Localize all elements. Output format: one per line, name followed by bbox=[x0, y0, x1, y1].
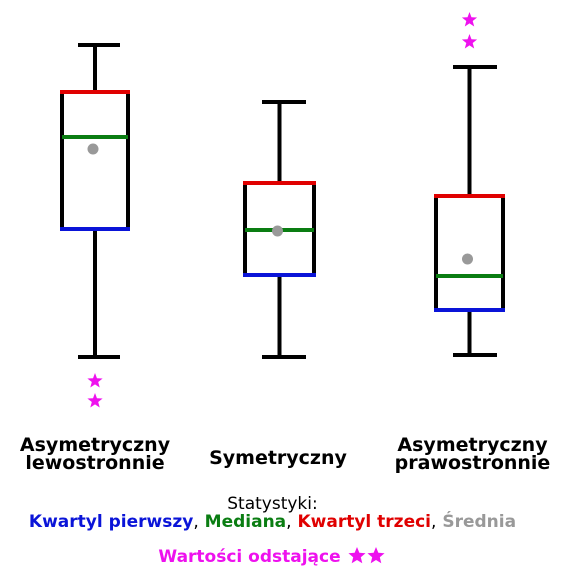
box-label-left-line2: lewostronnie bbox=[25, 452, 165, 474]
legend-q1: Kwartyl pierwszy bbox=[28, 512, 194, 532]
box-label-right-line2: prawostronnie bbox=[394, 452, 551, 474]
outlier-star-icon bbox=[461, 12, 478, 27]
legend-separator: , bbox=[431, 512, 437, 532]
legend-outliers: Wartości odstające bbox=[0, 546, 545, 567]
box-label-right: Asymetryczny prawostronnie bbox=[375, 434, 570, 474]
legend-separator: , bbox=[193, 512, 199, 532]
legend-separator: , bbox=[286, 512, 292, 532]
star-icon bbox=[367, 547, 385, 564]
mean-marker bbox=[272, 225, 283, 237]
legend-mean: Średnia bbox=[442, 512, 517, 532]
box-label-middle-line1: Symetryczny bbox=[209, 447, 347, 469]
outlier-star-icon bbox=[461, 34, 478, 49]
mean-marker bbox=[462, 253, 473, 265]
legend-q3: Kwartyl trzeci bbox=[297, 512, 432, 532]
legend-outliers-label: Wartości odstające bbox=[158, 547, 341, 567]
legend-title: Statystyki: bbox=[227, 494, 318, 514]
box-label-left-line1: Asymetryczny bbox=[19, 434, 171, 456]
legend-star-icons bbox=[348, 547, 385, 564]
outlier-star-icon bbox=[87, 373, 103, 388]
box-label-right-line1: Asymetryczny bbox=[397, 434, 548, 456]
star-icon bbox=[348, 547, 366, 564]
box-label-middle: Symetryczny bbox=[188, 447, 368, 469]
outlier-star-icon bbox=[87, 393, 103, 408]
legend-median: Mediana bbox=[204, 512, 287, 532]
box-label-left: Asymetryczny lewostronnie bbox=[0, 434, 190, 474]
legend: Kwartyl pierwszy, Mediana, Kwartyl trzec… bbox=[0, 512, 545, 532]
mean-marker bbox=[87, 143, 99, 155]
